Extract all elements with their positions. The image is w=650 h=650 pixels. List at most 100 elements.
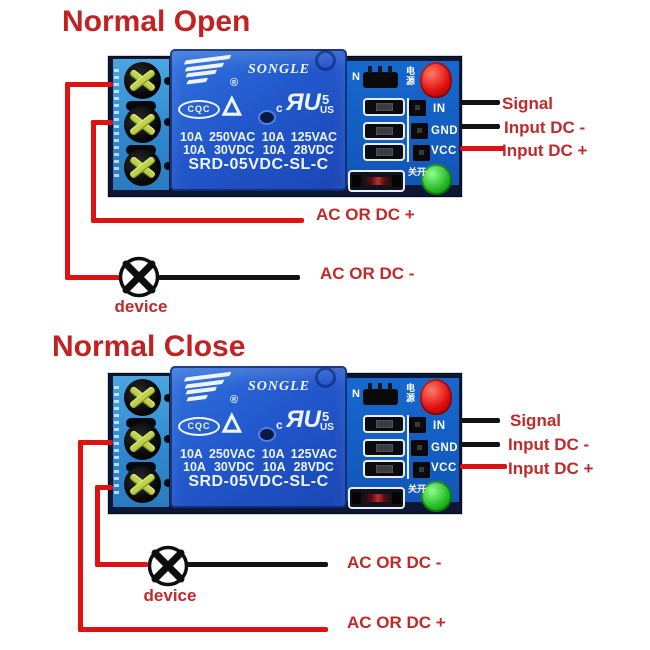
pin-label-vcc: VCC <box>431 145 457 157</box>
wire-gnd <box>460 442 500 447</box>
relay-center-hole <box>258 427 276 442</box>
ul-c-mark: c <box>276 101 283 115</box>
ul-us-mark: US <box>320 105 334 116</box>
ul-c-mark: c <box>276 418 283 432</box>
switch-led-green <box>421 481 452 512</box>
pin-header-silkscreen <box>407 98 409 162</box>
pin-label-gnd: GND <box>431 442 459 454</box>
relay-rivet-circle <box>315 367 336 388</box>
wire-device-out <box>187 562 328 567</box>
pin-gnd <box>411 440 428 456</box>
terminal-silkscreen-marks <box>114 69 119 181</box>
cqc-logo: CQC <box>178 417 220 436</box>
switch-led-label-cn: 开关 <box>407 484 426 494</box>
songle-relay: ® SONGLE CQC △ c ЯU 5 US 10A 250VAC 10A … <box>170 366 347 508</box>
label-input-dc-minus: Input DC - <box>504 118 586 137</box>
pcb-hole <box>164 435 172 443</box>
terminal-screw-nc <box>124 466 161 503</box>
relay-ratings-dc: 10A 30VDC 10A 28VDC <box>183 460 334 474</box>
section-title-normal-close: Normal Close <box>52 330 246 363</box>
wire-device-out <box>158 275 300 280</box>
wire-com-vertical <box>78 440 83 632</box>
wire-vcc <box>460 464 507 469</box>
relay-center-hole <box>258 110 276 125</box>
label-device: device <box>143 586 197 605</box>
diode <box>348 170 405 192</box>
relay-brand: SONGLE <box>248 379 311 394</box>
pin-in <box>409 417 426 433</box>
section-title-normal-open: Normal Open <box>62 5 251 38</box>
transistor <box>363 66 398 88</box>
terminal-screw-com <box>124 106 161 143</box>
control-panel: N 电源 IN GND VCC 开关 <box>347 378 459 512</box>
label-device: device <box>114 297 168 316</box>
wire-com-terminal <box>91 120 113 125</box>
wire-signal <box>460 418 500 423</box>
ul-us-mark: US <box>320 422 334 433</box>
smd-resistor <box>363 143 405 161</box>
wire-nc-vertical <box>95 485 100 567</box>
relay-ratings-ac: 10A 250VAC 10A 125VAC <box>180 447 337 461</box>
songle-relay: ® SONGLE CQC △ c ЯU 5 US 10A 250VAC 10A … <box>170 49 347 191</box>
smd-resistor <box>363 122 405 140</box>
smd-resistor <box>363 460 405 478</box>
ul-5-mark: 5 <box>322 409 330 424</box>
label-ac-or-dc-minus: AC OR DC - <box>347 553 442 572</box>
label-ac-or-dc-plus: AC OR DC + <box>347 613 446 632</box>
transistor <box>363 383 398 405</box>
pin-label-in: IN <box>433 420 446 432</box>
wire-signal <box>460 100 500 105</box>
switch-led-label-cn: 开关 <box>407 167 426 177</box>
wire-vcc <box>460 146 505 151</box>
pin-label-in: IN <box>433 103 446 115</box>
pin-vcc <box>413 462 430 478</box>
cert-triangle-icon: △ <box>223 91 242 118</box>
pcb-hole <box>164 479 172 487</box>
label-signal: Signal <box>502 94 554 113</box>
label-input-dc-plus: Input DC + <box>508 459 594 478</box>
smd-resistor <box>363 98 405 116</box>
relay-model: SRD-05VDC-SL-C <box>188 156 329 173</box>
relay-model: SRD-05VDC-SL-C <box>188 473 329 490</box>
pin-label-gnd: GND <box>431 125 459 137</box>
power-led-red <box>420 379 452 415</box>
ul-logo-icon: ЯU <box>286 89 321 116</box>
smd-resistor <box>363 415 405 433</box>
terminal-screw-no <box>124 379 161 416</box>
pin-vcc <box>413 145 430 161</box>
terminal-silkscreen-marks <box>114 386 119 498</box>
label-input-dc-plus: Input DC + <box>502 141 588 160</box>
registered-mark: ® <box>230 77 239 89</box>
power-led-red <box>420 62 452 98</box>
relay-module-board-close: ® SONGLE CQC △ c ЯU 5 US 10A 250VAC 10A … <box>108 366 462 514</box>
label-ac-or-dc-plus: AC OR DC + <box>316 205 415 224</box>
cert-triangle-icon: △ <box>223 408 242 435</box>
wire-to-device <box>65 275 121 280</box>
wire-com-vertical <box>91 120 96 223</box>
terminal-screw-com <box>124 423 161 460</box>
ul-logo-icon: ЯU <box>286 406 321 433</box>
control-panel: N 电源 IN GND VCC 开关 <box>347 61 459 195</box>
terminal-screw-nc <box>124 149 161 186</box>
diode <box>348 487 405 509</box>
wire-gnd <box>460 124 500 129</box>
wire-no-terminal <box>65 82 113 87</box>
silkscreen-n: N <box>352 388 360 400</box>
wire-com-terminal <box>78 440 113 445</box>
relay-rivet-circle <box>315 50 336 71</box>
relay-ratings-ac: 10A 250VAC 10A 125VAC <box>180 130 337 144</box>
relay-module-board-open: ® SONGLE CQC △ c ЯU 5 US 10A 250VAC 10A … <box>108 49 462 197</box>
wire-to-device <box>95 562 148 567</box>
ul-5-mark: 5 <box>322 92 330 107</box>
label-ac-or-dc-minus: AC OR DC - <box>320 264 415 283</box>
power-led-label-cn: 电源 <box>405 66 415 86</box>
pin-label-vcc: VCC <box>431 462 457 474</box>
terminal-block <box>113 59 169 190</box>
device-symbol <box>147 545 189 587</box>
label-input-dc-minus: Input DC - <box>508 435 590 454</box>
pin-header-silkscreen <box>407 415 409 479</box>
pcb-hole <box>164 162 172 170</box>
power-led-label-cn: 电源 <box>405 383 415 403</box>
wire-ac-plus <box>91 218 304 223</box>
